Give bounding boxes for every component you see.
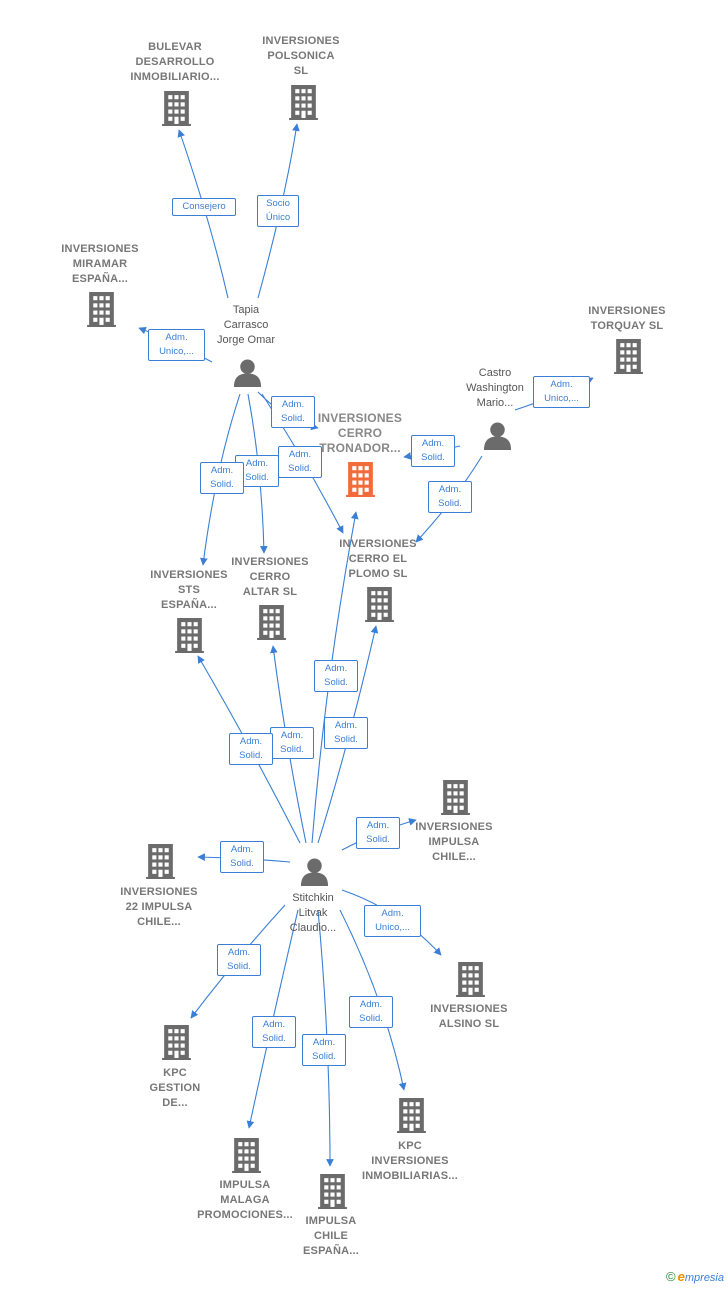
building-icon (289, 85, 318, 120)
node-label-plomo[interactable]: INVERSIONES CERRO EL PLOMO SL (339, 538, 417, 580)
building-icon (257, 605, 286, 640)
node-label-polsonica[interactable]: INVERSIONES POLSONICA SL (262, 35, 340, 77)
edge-tapia-bulevar (177, 129, 229, 299)
edge-label-adm-solid: Adm. Solid. (302, 1034, 346, 1066)
edge-label-adm-unico: Adm. Unico,... (364, 905, 421, 937)
brand-footer[interactable]: ©empresia (666, 1269, 724, 1284)
brand-initial: e (677, 1269, 685, 1284)
building-icon (397, 1098, 426, 1133)
building-icon (87, 292, 116, 327)
node-label-kpc-inv[interactable]: KPC INVERSIONES INMOBILIARIAS... (361, 1140, 459, 1182)
edge-label-adm-solid: Adm. Solid. (356, 817, 400, 849)
building-icon (614, 339, 643, 374)
building-icon (162, 91, 191, 126)
building-icon (346, 462, 375, 497)
person-icon (300, 857, 329, 886)
edge-label-adm-solid: Adm. Solid. (229, 733, 273, 765)
edge-label-adm-solid: Adm. Solid. (411, 435, 455, 467)
edge-label-adm-solid: Adm. Solid. (252, 1016, 296, 1048)
node-label-malaga[interactable]: IMPULSA MALAGA PROMOCIONES... (197, 1179, 293, 1221)
edge-label-socio-unico: Socio Único (257, 195, 299, 227)
brand-name: mpresia (684, 1272, 724, 1284)
edge-label-adm-solid: Adm. Solid. (200, 462, 244, 494)
node-label-alsino[interactable]: INVERSIONES ALSINO SL (430, 1003, 508, 1030)
node-label-miramar[interactable]: INVERSIONES MIRAMAR ESPAÑA... (61, 243, 139, 285)
edge-label-adm-solid: Adm. Solid. (349, 996, 393, 1028)
edge-label-consejero: Consejero (172, 198, 236, 216)
building-icon (175, 618, 204, 653)
node-label-impulsa22[interactable]: INVERSIONES 22 IMPULSA CHILE... (120, 886, 198, 928)
building-icon (456, 962, 485, 997)
edge-label-adm-solid: Adm. Solid. (220, 841, 264, 873)
node-label-tronador[interactable]: INVERSIONES CERRO TRONADOR... (317, 411, 403, 455)
building-icon (146, 844, 175, 879)
copyright-icon: © (666, 1269, 676, 1284)
edge-label-adm-solid: Adm. Solid. (278, 446, 322, 478)
person-icon (233, 358, 262, 387)
node-label-kpc-gestion[interactable]: KPC GESTION DE... (149, 1067, 201, 1109)
node-label-tapia[interactable]: Tapia Carrasco Jorge Omar (216, 304, 276, 346)
node-label-torquay[interactable]: INVERSIONES TORQUAY SL (588, 305, 666, 332)
building-icon (318, 1174, 347, 1209)
building-icon (232, 1138, 261, 1173)
edge-label-adm-solid: Adm. Solid. (314, 660, 358, 692)
node-label-altar[interactable]: INVERSIONES CERRO ALTAR SL (231, 556, 309, 598)
building-icon (162, 1025, 191, 1060)
node-label-stitchkin[interactable]: Stitchkin Litvak Claudio... (289, 892, 337, 934)
edge-label-adm-solid: Adm. Solid. (271, 396, 315, 428)
building-icon (441, 780, 470, 815)
edge-label-adm-solid: Adm. Solid. (270, 727, 314, 759)
building-icon (365, 587, 394, 622)
node-label-bulevar[interactable]: BULEVAR DESARROLLO INMOBILIARIO... (130, 41, 220, 83)
node-label-chile-espana[interactable]: IMPULSA CHILE ESPAÑA... (303, 1215, 359, 1257)
edge-label-adm-solid: Adm. Solid. (217, 944, 261, 976)
edge-label-adm-solid: Adm. Solid. (428, 481, 472, 513)
edge-label-adm-solid: Adm. Solid. (324, 717, 368, 749)
node-label-sts[interactable]: INVERSIONES STS ESPAÑA... (150, 569, 228, 611)
edge-label-adm-unico: Adm. Unico,... (148, 329, 205, 361)
edge-label-adm-unico: Adm. Unico,... (533, 376, 590, 408)
node-label-impulsa-chile[interactable]: INVERSIONES IMPULSA CHILE... (415, 821, 493, 863)
node-label-castro[interactable]: Castro Washington Mario... (466, 367, 524, 409)
person-icon (483, 421, 512, 450)
